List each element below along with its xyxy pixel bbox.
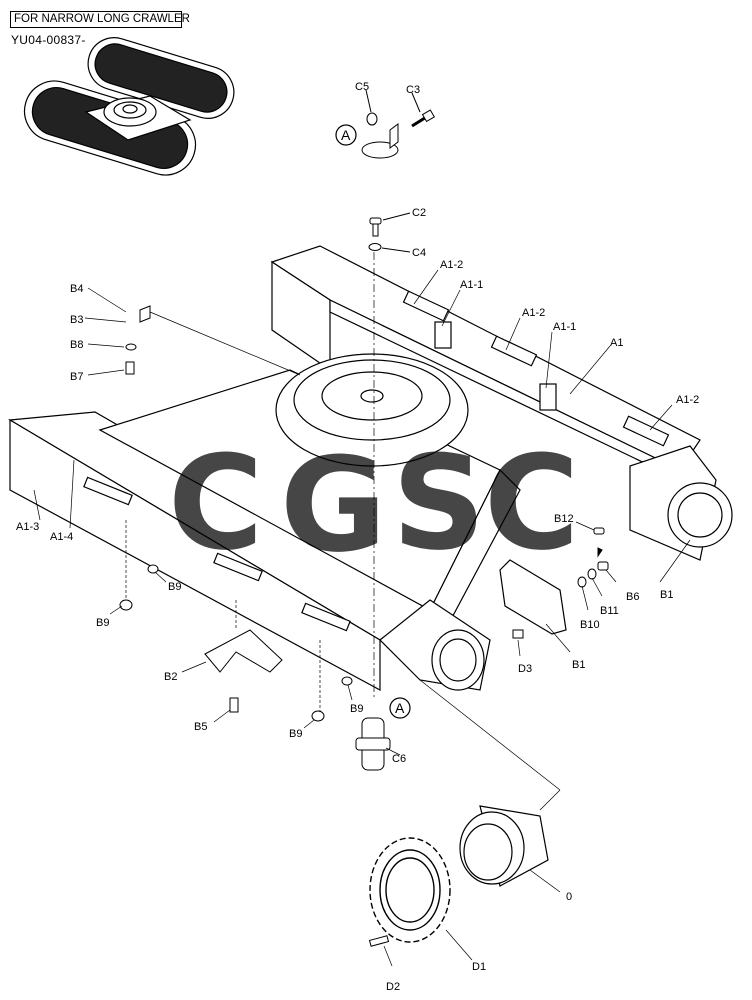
- idler-end: [629, 445, 733, 561]
- label-b11: B11: [600, 605, 619, 617]
- drive-end: [379, 599, 491, 691]
- svg-text:A: A: [395, 700, 405, 716]
- watermark-letter-1: C: [168, 427, 263, 579]
- watermark-letter-4: C: [484, 427, 579, 579]
- leader-lines: [33, 252, 691, 967]
- label-b6: B6: [626, 591, 639, 603]
- label-b12: B12: [554, 513, 574, 525]
- label-b9-b: B9: [96, 617, 109, 629]
- label-d3: D3: [518, 663, 532, 675]
- label-b4: B4: [70, 283, 83, 295]
- label-b8: B8: [70, 339, 83, 351]
- label-a1-2-top: A1-2: [440, 259, 463, 271]
- travel-motor: [459, 805, 549, 887]
- sprocket-d1: [369, 837, 451, 943]
- label-a1-4: A1-4: [50, 531, 73, 543]
- svg-text:A: A: [341, 127, 351, 143]
- label-d2: D2: [386, 981, 400, 993]
- swivel-joint-c6: [355, 717, 391, 771]
- serial-number: YU04-00837-: [11, 33, 86, 47]
- cover-plate-b1: [499, 559, 567, 635]
- track-frame-a1: [8, 245, 701, 692]
- cover-fasteners: [577, 527, 609, 588]
- lower-parts: [119, 305, 524, 722]
- label-d1: D1: [472, 961, 486, 973]
- label-a1-2-mid: A1-2: [522, 307, 545, 319]
- label-motor: 0: [566, 891, 572, 903]
- label-b9-d: B9: [289, 728, 302, 740]
- part-labels: C5 C3 C2 C4 A1-2 A1-1 A1-2 A1-1 A1 A1-2 …: [16, 81, 699, 993]
- label-b7: B7: [70, 371, 83, 383]
- swivel-cover-group: [361, 89, 436, 159]
- label-c5: C5: [355, 81, 369, 93]
- label-c2: C2: [412, 207, 426, 219]
- callout-a-top: A: [335, 124, 357, 146]
- label-b10: B10: [580, 619, 600, 631]
- label-b9-a: B9: [168, 581, 181, 593]
- label-b5: B5: [194, 721, 207, 733]
- label-a1-1-mid: A1-1: [553, 321, 576, 333]
- watermark-letter-2: G: [280, 429, 387, 581]
- bolt-d2: [368, 935, 390, 947]
- label-a1: A1: [610, 337, 623, 349]
- bolt-c2: [369, 212, 411, 237]
- label-b3: B3: [70, 314, 83, 326]
- label-a1-3: A1-3: [16, 521, 39, 533]
- variant-label: FOR NARROW LONG CRAWLER: [10, 11, 190, 28]
- washer-c4: [368, 243, 411, 253]
- label-b2: B2: [164, 671, 177, 683]
- label-b9-c: B9: [350, 703, 363, 715]
- watermark: C G S C: [168, 427, 579, 581]
- label-b1-cover: B1: [572, 659, 585, 671]
- label-c4: C4: [412, 247, 426, 259]
- watermark-letter-3: S: [392, 427, 486, 579]
- crawler-thumbnail: [23, 37, 235, 176]
- label-c3: C3: [406, 84, 420, 96]
- label-a1-1-top: A1-1: [460, 279, 483, 291]
- label-c6: C6: [392, 753, 406, 765]
- label-a1-2-right: A1-2: [676, 394, 699, 406]
- callout-a-bottom: A: [389, 697, 411, 719]
- label-b1-right: B1: [660, 589, 673, 601]
